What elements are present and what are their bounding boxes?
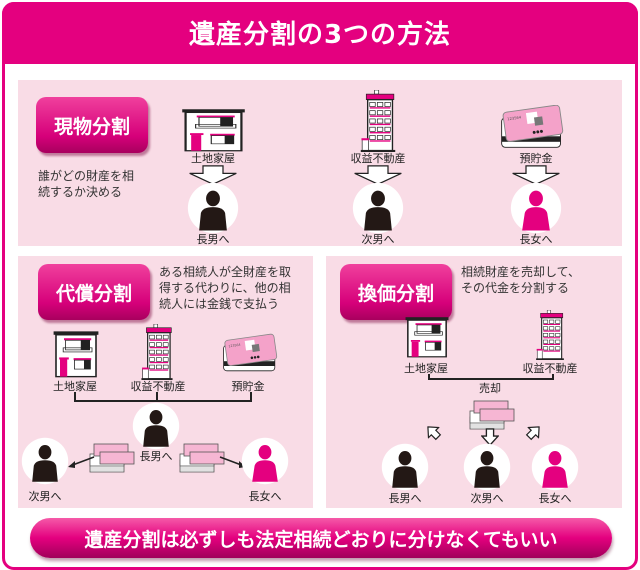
heir-label: 次男へ [470, 492, 504, 505]
eldest-daughter-icon [241, 437, 289, 485]
desc-line: 相続財産を売却して、 [461, 265, 581, 279]
cash-stack-icon [466, 393, 516, 433]
heir-label: 長男へ [139, 450, 173, 463]
bracket-line [250, 392, 252, 401]
bracket-line [552, 374, 554, 379]
asset-label: 土地家屋 [53, 380, 97, 393]
bracket-line [428, 378, 554, 380]
second-son-icon [463, 443, 511, 491]
bankbook-card-icon [496, 105, 568, 151]
page-title: 遺産分割の3つの方法 [188, 20, 452, 50]
eldest-son-icon [132, 402, 180, 450]
method-label-genbutsu: 現物分割 [36, 97, 148, 153]
method-desc-kanka: 相続財産を売却して、 その代金を分割する [461, 264, 580, 296]
bracket-line [74, 400, 252, 402]
house-icon [180, 108, 247, 152]
eldest-daughter-icon [509, 182, 563, 234]
asset-label: 預貯金 [231, 380, 265, 393]
method-label-kanka: 換価分割 [340, 264, 452, 320]
asset-label: 収益不動産 [522, 362, 578, 375]
heir-label: 次男へ [28, 490, 62, 503]
bracket-line [156, 392, 158, 402]
eldest-son-icon [381, 443, 429, 491]
heir-label: 長女へ [248, 490, 282, 503]
heir-label: 長女へ [519, 233, 553, 246]
eldest-daughter-icon [531, 443, 579, 491]
method-desc-daisho: ある相続人が全財産を取 得する代わりに、他の相 続人には金銭で支払う [159, 264, 291, 312]
desc-line: 得する代わりに、他の相 [159, 281, 291, 295]
heir-label: 長男へ [196, 233, 230, 246]
building-icon [531, 310, 569, 360]
bracket-line [74, 392, 76, 401]
method-desc-genbutsu: 誰がどの財産を相 続するか決める [38, 168, 134, 200]
bracket-line [428, 374, 430, 379]
heir-label: 長女へ [538, 492, 572, 505]
building-icon [137, 324, 177, 380]
desc-line: その代金を分割する [461, 281, 570, 295]
building-icon [348, 90, 408, 152]
desc-line: 続人には金銭で支払う [159, 297, 280, 311]
sale-label: 売却 [479, 382, 501, 395]
bankbook-card-icon [222, 333, 278, 375]
house-icon [52, 330, 100, 378]
heir-label: 次男へ [361, 233, 395, 246]
eldest-son-icon [186, 182, 240, 234]
method-label-daisho: 代償分割 [38, 264, 150, 320]
header [2, 2, 638, 64]
arrow-left-icon [68, 456, 95, 468]
asset-label: 預貯金 [519, 152, 553, 165]
second-son-icon [21, 437, 69, 485]
second-son-icon [351, 182, 405, 234]
desc-line: 誰がどの財産を相 [38, 169, 135, 183]
heir-label: 長男へ [388, 492, 422, 505]
asset-label: 土地家屋 [191, 152, 235, 165]
desc-line: ある相続人が全財産を取 [159, 265, 292, 279]
desc-line: 続するか決める [38, 185, 123, 199]
conclusion-banner: 遺産分割は必ずしも法定相続どおりに分けなくてもいい [30, 518, 612, 558]
asset-label: 収益不動産 [350, 152, 406, 165]
house-icon [404, 316, 450, 358]
asset-label: 収益不動産 [130, 380, 186, 393]
asset-label: 土地家屋 [404, 362, 448, 375]
